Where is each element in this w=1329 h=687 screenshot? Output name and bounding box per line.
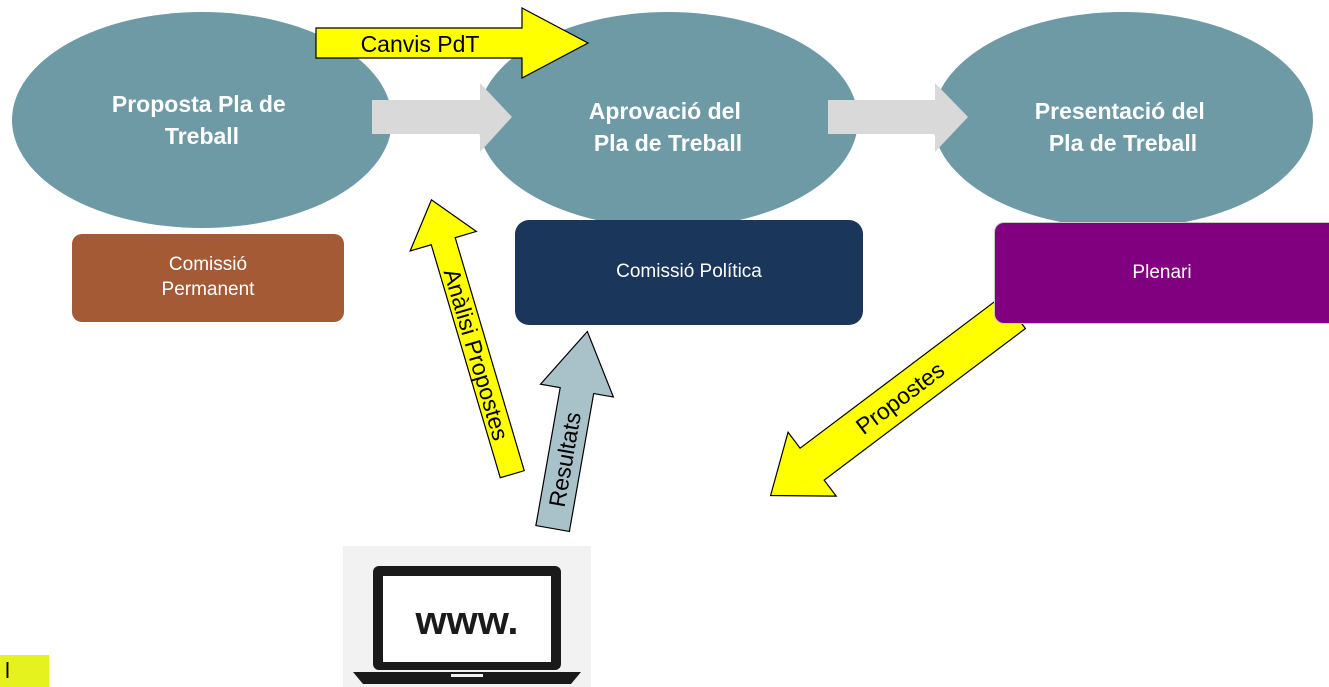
stage-ellipse-presentacio — [933, 12, 1313, 228]
stage-label-proposta: Proposta Pla de Treball — [112, 91, 292, 149]
arrow-analisi-propostes — [409, 198, 525, 479]
stage-label-aprovacio: Aprovació del Pla de Treball — [589, 98, 748, 156]
corner-label-text: l — [5, 658, 10, 683]
stage-ellipse-proposta — [12, 12, 392, 228]
stage-ellipse-aprovacio — [478, 12, 858, 228]
connector-arrow-2 — [828, 83, 968, 152]
arrow-analisi-propostes-label: Anàlisi Propostes — [439, 266, 514, 444]
corner-label: l — [0, 655, 49, 687]
box-comissio-permanent-label: Comissió Permanent — [161, 254, 255, 300]
connector-arrow-1 — [372, 83, 512, 152]
arrow-canvis-pdt-label: Canvis PdT — [361, 31, 480, 57]
arrow-canvis-pdt — [315, 7, 590, 79]
box-plenari: Plenari — [994, 222, 1329, 324]
arrow-propostes-label: Propostes — [851, 356, 949, 439]
website-www-label: www. — [415, 599, 519, 643]
box-comissio-politica: Comissió Política — [515, 220, 863, 325]
website-card: www. — [343, 546, 591, 687]
box-plenari-label: Plenari — [1132, 261, 1192, 283]
arrow-resultats — [535, 330, 615, 533]
stage-label-presentacio: Presentació del Pla de Treball — [1035, 98, 1211, 156]
box-comissio-permanent: Comissió Permanent — [72, 234, 344, 322]
box-comissio-politica-label: Comissió Política — [616, 261, 762, 283]
laptop-icon: www. — [353, 566, 581, 684]
